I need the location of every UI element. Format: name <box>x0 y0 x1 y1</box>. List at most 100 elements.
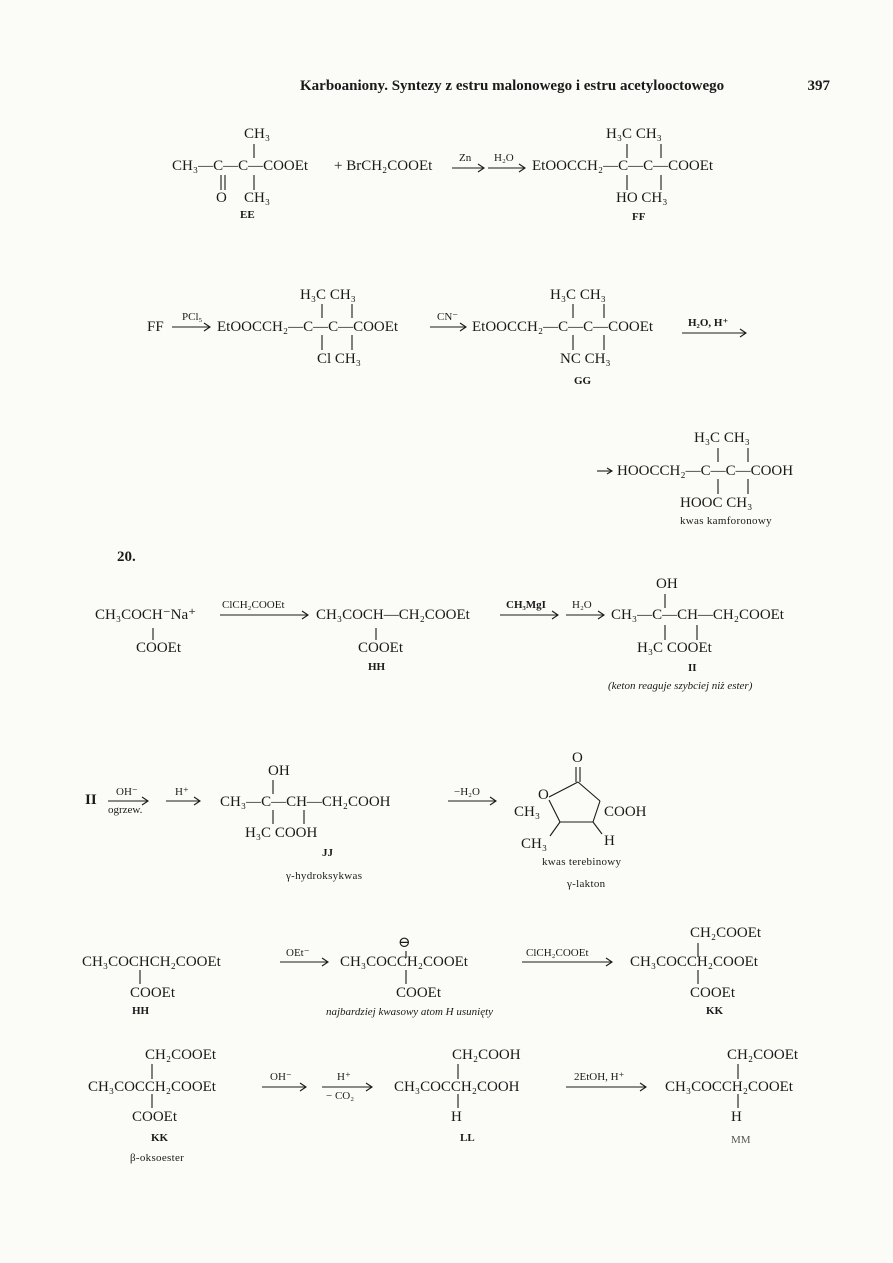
jj-label: JJ <box>322 847 333 859</box>
arrow-cl-5-head <box>605 957 613 967</box>
kk6-label: KK <box>151 1132 169 1144</box>
kk5-main-chain: CH₃COCCH₂COOEt <box>630 954 758 970</box>
arrow-h2o-1-head <box>518 163 526 173</box>
arrow-h-4-label: H⁺ <box>175 786 189 798</box>
kk6-ester-group: COOEt <box>132 1109 177 1125</box>
arrow-oet-head <box>321 957 329 967</box>
ll-main-chain: CH₃COCCH₂COOH <box>394 1079 520 1095</box>
lactone-h: H <box>604 833 615 849</box>
start-enolate: CH₃COCH⁻Na⁺ <box>95 607 197 623</box>
arrow-h2o-3-label: H₂O <box>572 599 592 611</box>
arrow-etoh-head <box>639 1082 647 1092</box>
arrow-mg-head <box>551 610 559 620</box>
mm-label: MM <box>731 1134 751 1146</box>
lactone-name-1: kwas terebinowy <box>542 856 622 868</box>
gg-top-groups: H₃C CH₃ <box>550 287 606 303</box>
cl-main-chain: EtOOCCH₂—C—C—COOEt <box>217 319 399 335</box>
arrow-water-label: −H₂O <box>454 786 480 798</box>
arrow-pcl5-label: PCl₅ <box>182 311 203 323</box>
ff-ref: FF <box>147 319 164 335</box>
ff-top-groups: H₃C CH₃ <box>606 126 662 142</box>
ii-ref: II <box>85 792 97 808</box>
ii-main-chain: CH₃—C—CH—CH₂COOEt <box>611 607 784 623</box>
arrow-clch2-label: ClCH₂COOEt <box>222 599 285 611</box>
ii-label: II <box>688 662 697 674</box>
hh5-ester-group: COOEt <box>130 985 175 1001</box>
bond-lac-ch3b <box>549 821 561 837</box>
bond-lac-h <box>592 821 603 835</box>
cl-top-groups: H₃C CH₃ <box>300 287 356 303</box>
running-header: Karboaniony. Syntezy z estru malonowego … <box>300 78 830 95</box>
lactone-methyl-b: CH₃ <box>521 836 548 852</box>
ketone-note: (keton reaguje szybciej niż ester) <box>608 680 753 692</box>
arrow-h2o-h-label: H₂O, H⁺ <box>688 317 729 329</box>
page-number: 397 <box>807 78 831 94</box>
kk6-main-chain: CH₃COCCH₂COOEt <box>88 1079 216 1095</box>
arrow-oet-label: OEt⁻ <box>286 947 310 959</box>
jj-hydroxyl: OH <box>268 763 290 779</box>
acid-main-chain: HOOCCH₂—C—C—COOH <box>617 463 794 479</box>
arrow-oh-4-head <box>141 796 149 806</box>
ll-bottom-h: H <box>451 1109 462 1125</box>
hh-label: HH <box>368 661 386 673</box>
ring-bond-5 <box>548 799 561 823</box>
anion-charge-symbol: ⊖ <box>398 935 411 951</box>
ii-bottom-groups: H₃C COOEt <box>637 640 712 656</box>
arrow-h2o-3-head <box>597 610 605 620</box>
ring-bond-3 <box>592 800 601 823</box>
arrow-h-6-label: H⁺ <box>337 1071 351 1083</box>
lactone-name-2: γ-lakton <box>567 878 606 890</box>
lactone-carboxyl: COOH <box>604 804 647 820</box>
mm-main-chain: CH₃COCCH₂COOEt <box>665 1079 793 1095</box>
arrow-zn-head <box>477 163 485 173</box>
arrow-h-4-head <box>193 796 201 806</box>
anion-main-chain: CH₃COCCH₂COOEt <box>340 954 468 970</box>
mm-bottom-h: H <box>731 1109 742 1125</box>
arrow-h2o-label: H₂O <box>494 152 514 164</box>
lactone-carbonyl-o: O <box>572 750 583 766</box>
start-ester-group: COOEt <box>136 640 181 656</box>
hh-main-chain: CH₃COCH—CH₂COOEt <box>316 607 470 623</box>
kk5-top-group: CH₂COOEt <box>690 925 762 941</box>
ff-main-chain: EtOOCCH₂—C—C—COOEt <box>532 158 714 174</box>
mm-top-group: CH₂COOEt <box>727 1047 799 1063</box>
kk6-top-group: CH₂COOEt <box>145 1047 217 1063</box>
arrow-cn-head <box>459 322 467 332</box>
arrow-etoh-label: 2EtOH, H⁺ <box>574 1071 625 1083</box>
arrow-cn-label: CN⁻ <box>437 311 459 323</box>
arrow-cl-5-label: ClCH₂COOEt <box>526 947 589 959</box>
ff-bottom-groups: HO CH₃ <box>616 190 668 206</box>
lactone-methyl-a: CH₃ <box>514 804 541 820</box>
arrow-zn-label: Zn <box>459 152 472 164</box>
ll-top-group: CH₂COOH <box>452 1047 521 1063</box>
gg-bottom-groups: NC CH₃ <box>560 351 611 367</box>
ee-top-group: CH₃ <box>244 126 271 142</box>
hh-ester-group: COOEt <box>358 640 403 656</box>
gg-label: GG <box>574 375 592 387</box>
lactone-ring-o: O <box>538 787 549 803</box>
gg-main-chain: EtOOCCH₂—C—C—COOEt <box>472 319 654 335</box>
jj-bottom-groups: H₃C COOH <box>245 825 318 841</box>
ee-label: EE <box>240 209 255 221</box>
arrow-cont-head <box>606 467 614 475</box>
anion-ester-group: COOEt <box>396 985 441 1001</box>
hh5-main-chain: CH₃COCHCH₂COOEt <box>82 954 221 970</box>
ee-bottom-group: CH₃ <box>244 190 271 206</box>
ring-bond-2 <box>577 781 601 802</box>
arrow-clch2-head <box>301 610 309 620</box>
arrow-h-6-head <box>365 1082 373 1092</box>
arrow-co2-label: − CO₂ <box>326 1090 355 1102</box>
anion-note: najbardziej kwasowy atom H usunięty <box>326 1006 494 1018</box>
arrow-pcl5-head <box>203 322 211 332</box>
kk5-ester-group: COOEt <box>690 985 735 1001</box>
arrow-h2o-h-head <box>739 328 747 338</box>
arrow-mg-label: CH₃MgI <box>506 599 546 611</box>
arrow-heat-label: ogrzew. <box>108 804 143 816</box>
arrow-oh-6-label: OH⁻ <box>270 1071 292 1083</box>
arrow-water-head <box>489 796 497 806</box>
acid-bottom-groups: HOOC CH₃ <box>680 495 753 511</box>
ii-hydroxyl: OH <box>656 576 678 592</box>
acid-top-groups: H₃C CH₃ <box>694 430 750 446</box>
header-title: Karboaniony. Syntezy z estru malonowego … <box>300 78 725 94</box>
